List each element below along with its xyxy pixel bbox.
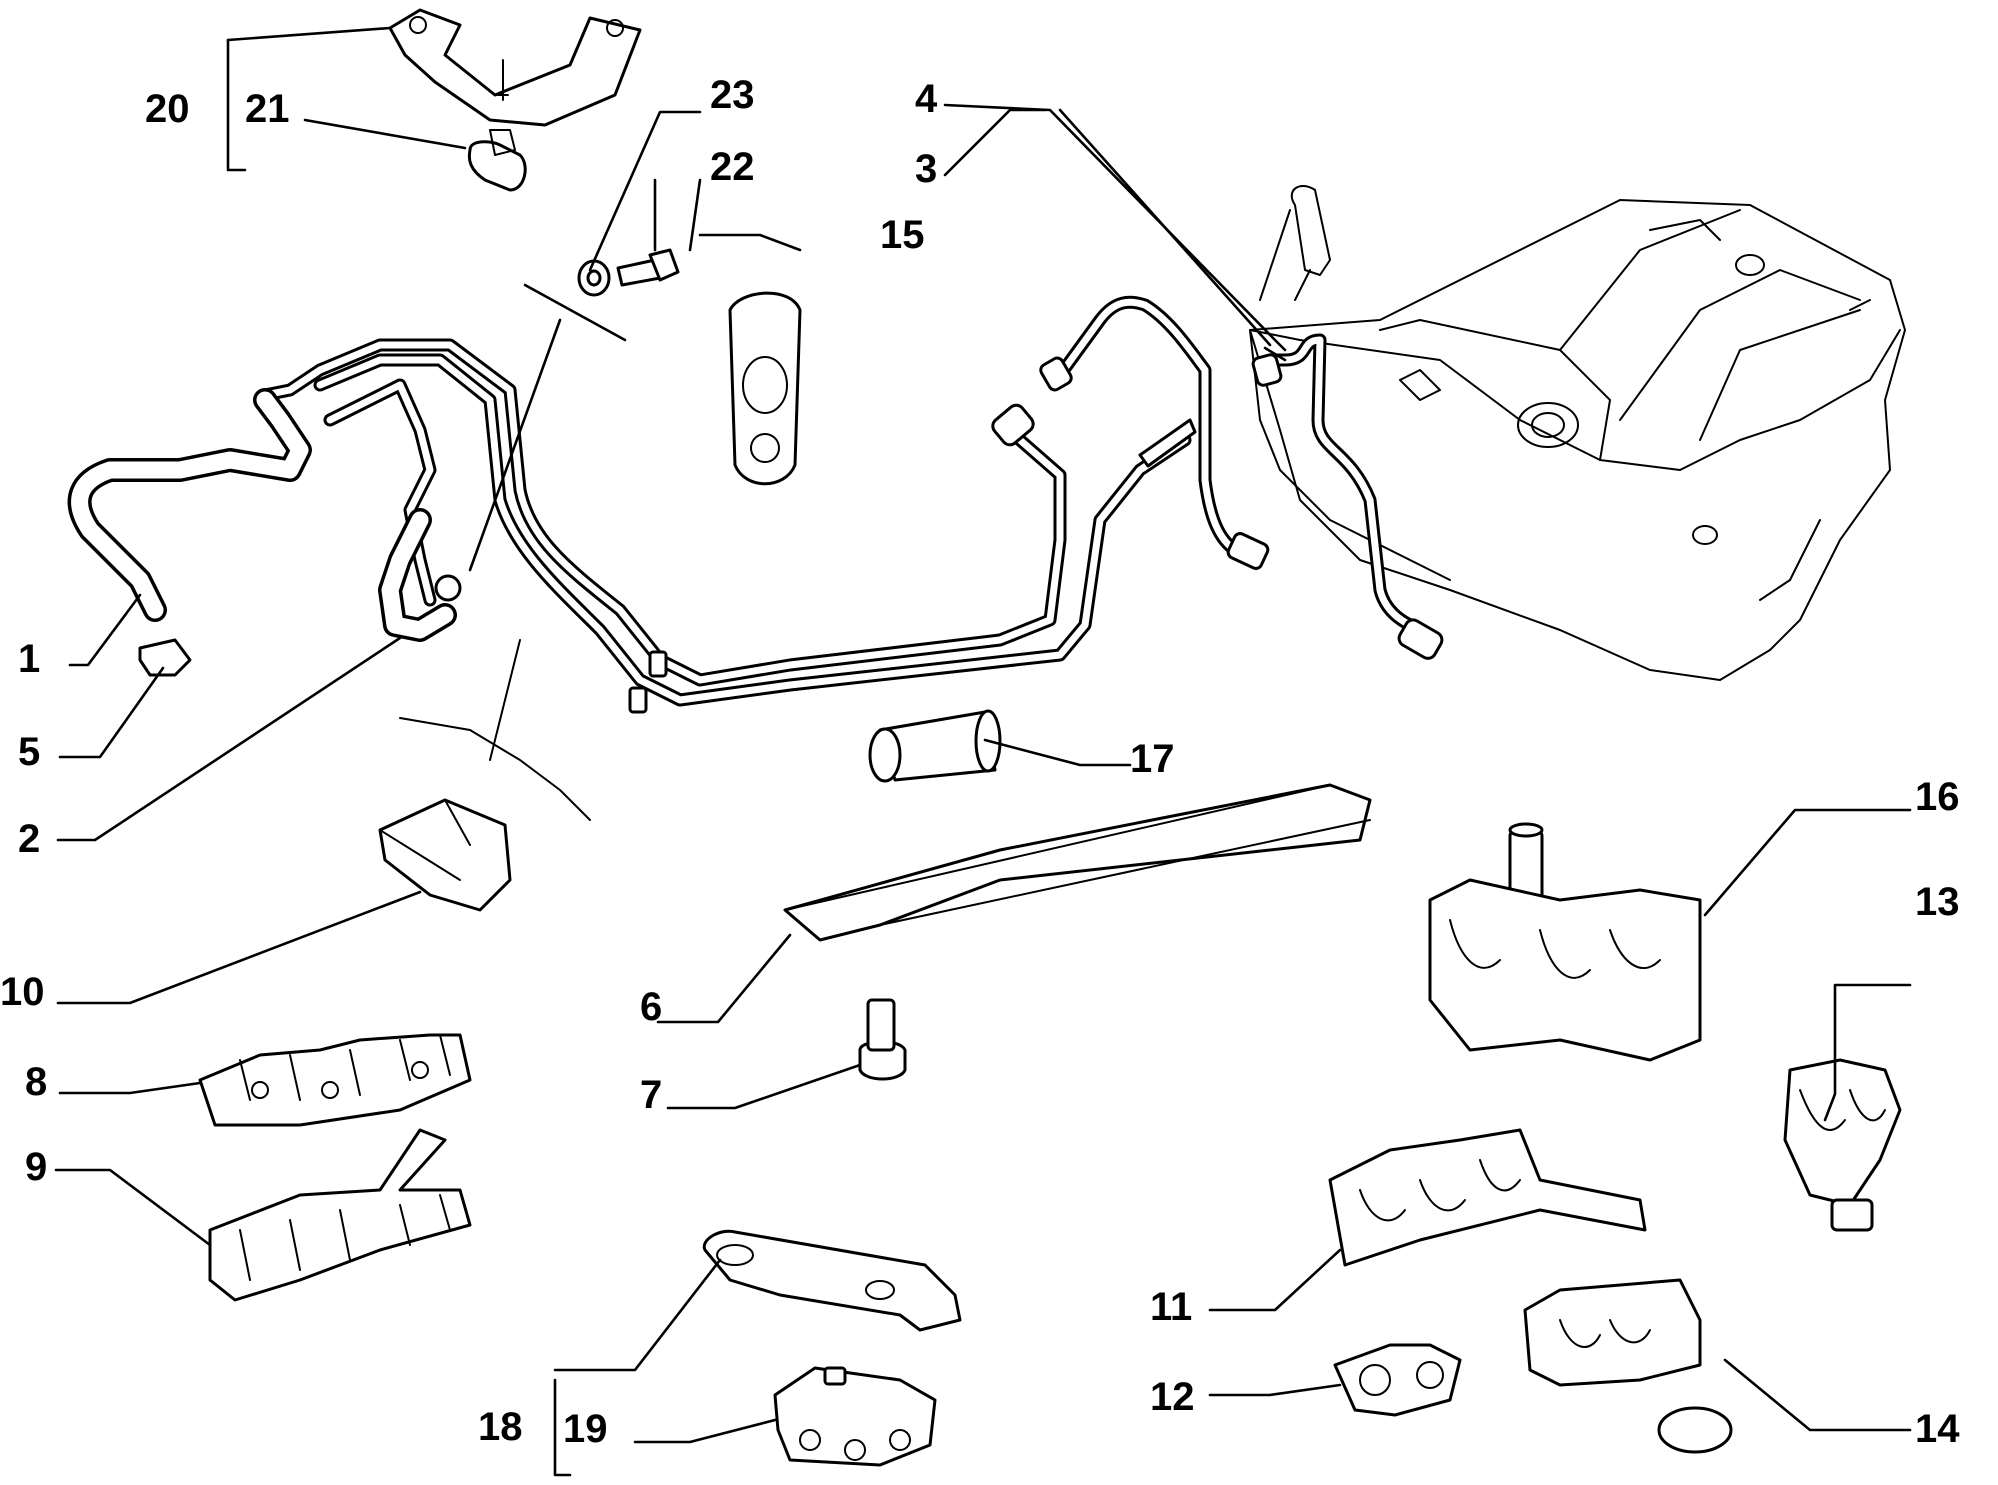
callout-20: 20 bbox=[145, 87, 190, 131]
callout-9: 9 bbox=[25, 1145, 47, 1189]
clip-16 bbox=[1428, 822, 1702, 1062]
section-cut-lines bbox=[399, 283, 627, 821]
callout-11: 11 bbox=[1150, 1285, 1192, 1329]
callout-19: 19 bbox=[563, 1407, 608, 1451]
bush-17 bbox=[868, 709, 1002, 783]
callout-5: 5 bbox=[18, 730, 40, 774]
callout-6: 6 bbox=[640, 985, 662, 1029]
callout-8: 8 bbox=[25, 1060, 47, 1104]
washer-23 bbox=[577, 259, 611, 297]
bracket-18 bbox=[702, 1229, 962, 1332]
callout-18: 18 bbox=[478, 1405, 523, 1449]
fuel-tank bbox=[1249, 185, 1906, 681]
clip-19 bbox=[773, 1366, 937, 1467]
screw-7 bbox=[858, 998, 907, 1081]
callout-15: 15 bbox=[880, 213, 925, 257]
clip-11 bbox=[1328, 1128, 1647, 1267]
fuel-pipe-4 bbox=[1251, 333, 1444, 660]
clip-12 bbox=[1333, 1343, 1462, 1417]
callout-3: 3 bbox=[915, 147, 937, 191]
callout-7: 7 bbox=[640, 1073, 662, 1117]
callout-21: 21 bbox=[245, 87, 290, 131]
clip-strip-8 bbox=[198, 1033, 472, 1127]
rail-bracket-6 bbox=[783, 783, 1372, 942]
bolt-22 bbox=[616, 248, 680, 287]
callout-labels: 1 2 3 4 5 6 7 8 9 10 11 12 13 14 15 16 1… bbox=[0, 73, 1960, 1451]
callout-16: 16 bbox=[1915, 775, 1960, 819]
callout-4: 4 bbox=[915, 77, 938, 121]
callout-10: 10 bbox=[0, 970, 45, 1014]
leader-lines bbox=[54, 26, 1912, 1477]
cap-5 bbox=[138, 638, 192, 677]
callout-22: 22 bbox=[710, 145, 755, 189]
callout-1: 1 bbox=[18, 637, 40, 681]
bracket-20 bbox=[388, 8, 642, 127]
clip-strip-9 bbox=[208, 1128, 472, 1302]
callout-23: 23 bbox=[710, 73, 755, 117]
hose-1 bbox=[67, 388, 312, 622]
clip-14 bbox=[1523, 1278, 1733, 1454]
hose-2 bbox=[378, 508, 462, 642]
clip-21 bbox=[467, 129, 527, 192]
callout-2: 2 bbox=[18, 817, 40, 861]
fuel-pipe-bundle bbox=[258, 338, 1197, 714]
callout-14: 14 bbox=[1915, 1407, 1960, 1451]
grommet-15 bbox=[728, 291, 802, 486]
callout-13: 13 bbox=[1915, 880, 1960, 924]
clip-13 bbox=[1783, 1058, 1902, 1232]
callout-17: 17 bbox=[1130, 737, 1175, 781]
callout-12: 12 bbox=[1150, 1375, 1195, 1419]
fuel-pipe-3 bbox=[1039, 295, 1270, 570]
clip-10 bbox=[378, 798, 512, 912]
